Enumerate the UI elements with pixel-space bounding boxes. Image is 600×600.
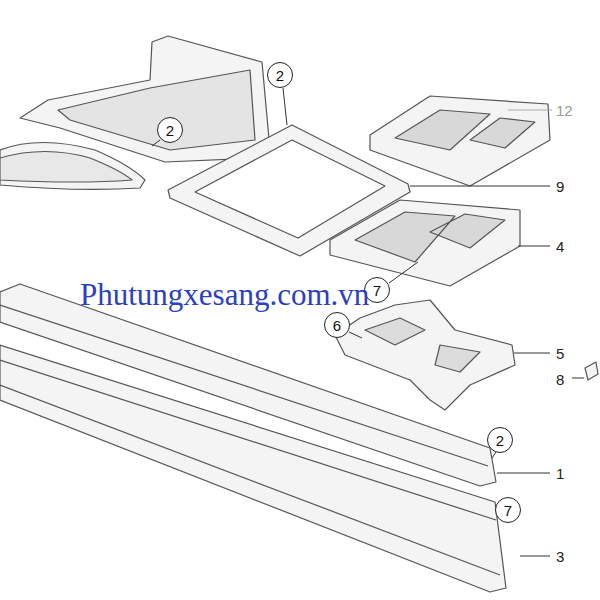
callout-circle: 7 bbox=[495, 497, 521, 523]
clip bbox=[585, 362, 598, 380]
leader-line bbox=[497, 473, 550, 474]
leader-line bbox=[389, 262, 418, 283]
callout-number: 12 bbox=[556, 103, 573, 118]
leader-line bbox=[572, 378, 584, 379]
callout-number: 4 bbox=[556, 239, 564, 254]
leader-line bbox=[514, 353, 550, 354]
panel-edge bbox=[0, 360, 500, 575]
callout-circle: 2 bbox=[487, 427, 513, 453]
callout-number: 2 bbox=[166, 123, 174, 138]
callout-number: 5 bbox=[556, 346, 564, 361]
callout-circle: 2 bbox=[267, 62, 293, 88]
leader-line bbox=[492, 452, 496, 458]
callout-number: 7 bbox=[504, 503, 512, 518]
frame-window bbox=[195, 140, 385, 238]
cupholder-openings bbox=[355, 212, 505, 262]
leader-line bbox=[518, 246, 550, 247]
callout-number: 2 bbox=[496, 433, 504, 448]
callout-number: 8 bbox=[556, 372, 564, 387]
leader-line bbox=[410, 186, 550, 187]
lid-inner bbox=[0, 152, 132, 183]
side-panel bbox=[0, 345, 506, 592]
callout-number: 6 bbox=[333, 318, 341, 333]
lid-piece bbox=[0, 143, 145, 190]
bracket-detail bbox=[365, 318, 480, 372]
cupholder-trim bbox=[330, 200, 520, 286]
callout-circle: 6 bbox=[324, 312, 350, 338]
leader-line bbox=[349, 332, 362, 338]
callout-number: 9 bbox=[556, 179, 564, 194]
callout-number: 7 bbox=[373, 283, 381, 298]
leader-line bbox=[283, 88, 287, 125]
leader-line bbox=[520, 556, 550, 557]
leader-line bbox=[152, 140, 160, 146]
tray-inner bbox=[58, 70, 255, 150]
callout-number: 1 bbox=[556, 466, 564, 481]
trim-openings bbox=[395, 110, 535, 150]
console-bracket bbox=[335, 300, 515, 410]
callout-number: 2 bbox=[276, 68, 284, 83]
leader-line bbox=[508, 110, 552, 111]
callout-number: 3 bbox=[556, 549, 564, 564]
callout-circle: 2 bbox=[157, 117, 183, 143]
watermark: Phutungxesang.com.vn bbox=[80, 279, 369, 310]
